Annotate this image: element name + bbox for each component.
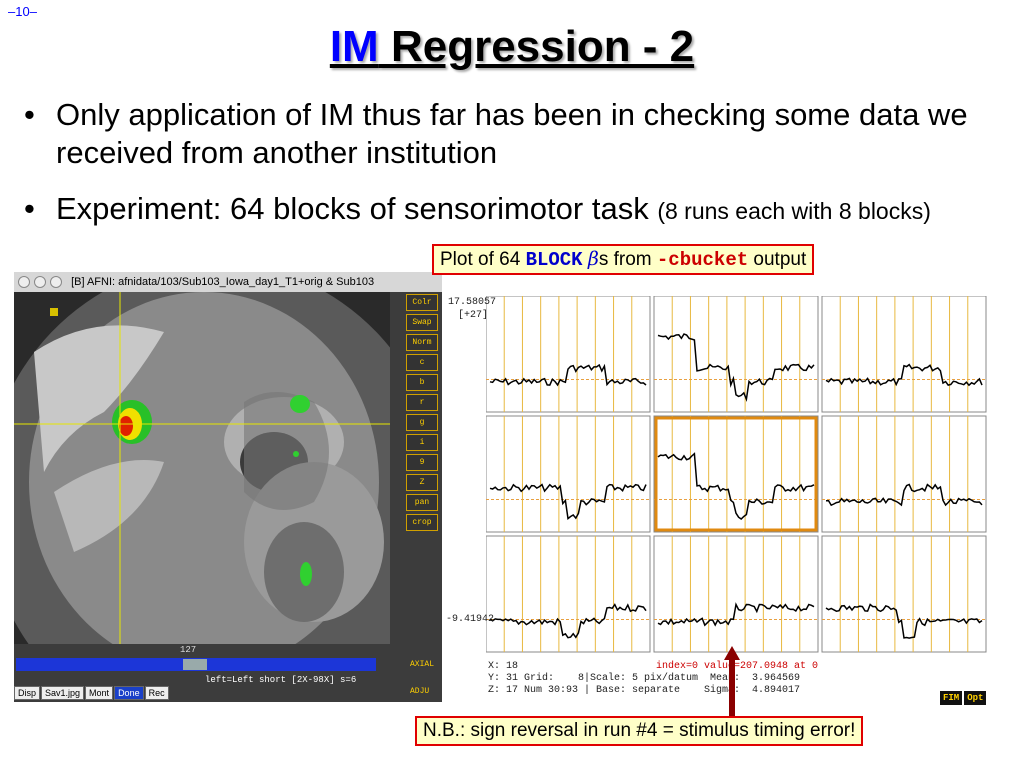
- subplot-cell: [486, 415, 651, 533]
- z-arrow-button[interactable]: Z: [406, 474, 438, 491]
- info-line-3: Z: 17 Num 30:93 | Base: separate Sigma: …: [488, 685, 801, 696]
- done-button[interactable]: Done: [114, 686, 144, 700]
- b-arrow-button[interactable]: b: [406, 374, 438, 391]
- timeseries-trace: [657, 333, 815, 403]
- subplot-cell: [486, 296, 651, 413]
- bullet-2-small: (8 runs each with 8 blocks): [657, 198, 931, 224]
- brain-axial-image[interactable]: [14, 292, 390, 644]
- bullet-2-text: Experiment: 64 blocks of sensorimotor ta…: [56, 191, 658, 226]
- bullet-marker: •: [24, 97, 35, 132]
- close-window-icon[interactable]: [18, 276, 30, 289]
- swap-button[interactable]: Swap: [406, 314, 438, 331]
- timeseries-trace: [657, 452, 815, 520]
- slice-slider-thumb[interactable]: [183, 659, 207, 670]
- selected-voxel-highlight: [654, 416, 818, 532]
- callout-sign-reversal-note: N.B.: sign reversal in run #4 = stimulus…: [415, 716, 864, 746]
- timeseries-trace: [489, 603, 647, 639]
- afni-status-text: left=Left short [2X-98X] s=6: [205, 675, 357, 685]
- callout-plot-description: Plot of 64 BLOCK βs from -cbucket output: [432, 244, 815, 275]
- timeseries-trace: [489, 363, 647, 387]
- timeseries-trace: [489, 483, 647, 521]
- adju-label[interactable]: ADJU: [410, 687, 430, 696]
- nine-arrow-button[interactable]: 9: [406, 454, 438, 471]
- info-line-2: Y: 31 Grid: 8|Scale: 5 pix/datum Mean: 3…: [488, 673, 801, 684]
- crop-button[interactable]: crop: [406, 514, 438, 531]
- timeseries-trace: [826, 483, 983, 507]
- y-axis-top-sub-label: [+27]: [458, 310, 489, 321]
- fim-button[interactable]: FIM: [940, 691, 963, 705]
- callout-block: BLOCK: [525, 249, 583, 271]
- c-arrow-button[interactable]: c: [406, 354, 438, 371]
- y-axis-bottom-label: -9.41942: [446, 614, 495, 625]
- subplot-cell: [653, 296, 819, 413]
- afni-side-buttons: Colr Swap Norm c b r g i 9 Z pan crop: [406, 294, 440, 534]
- title-rest: Regression - 2: [378, 22, 695, 71]
- r-arrow-button[interactable]: r: [406, 394, 438, 411]
- colr-button[interactable]: Colr: [406, 294, 438, 311]
- axial-controls: AXIAL ADJU: [390, 660, 440, 696]
- timeseries-trace: [657, 602, 815, 627]
- subplot-cell: [486, 535, 651, 653]
- callout-cbucket: -cbucket: [656, 249, 749, 271]
- timeseries-trace: [825, 363, 983, 387]
- arrow-up-icon: [724, 646, 740, 718]
- disp-button[interactable]: Disp: [14, 686, 41, 700]
- index-value-readout: index=0 value=207.0948 at 0: [656, 661, 819, 672]
- title-im: IM: [329, 22, 379, 71]
- slider-value: 127: [180, 645, 197, 655]
- bullet-1-text: Only application of IM thus far has been…: [56, 97, 968, 170]
- i-arrow-button[interactable]: i: [406, 434, 438, 451]
- bullet-2: • Experiment: 64 blocks of sensorimotor …: [24, 190, 1004, 230]
- g-arrow-button[interactable]: g: [406, 414, 438, 431]
- zoom-window-icon[interactable]: [50, 276, 62, 289]
- subplot-cell: [821, 296, 987, 413]
- axial-label[interactable]: AXIAL: [410, 660, 435, 669]
- afni-titlebar: [B] AFNI: afnidata/103/Sub103_Iowa_day1_…: [14, 272, 442, 292]
- save-jpg-button[interactable]: Sav1.jpg: [41, 686, 85, 700]
- timeseries-trace: [825, 603, 983, 639]
- minimize-window-icon[interactable]: [34, 276, 46, 289]
- bullet-marker: •: [24, 191, 35, 226]
- callout-pre: Plot of 64: [440, 249, 526, 270]
- rec-button[interactable]: Rec: [144, 686, 169, 700]
- callout-post: output: [748, 249, 807, 270]
- subplot-cell: [821, 535, 987, 653]
- timeseries-grid[interactable]: [486, 296, 992, 658]
- pan-button[interactable]: pan: [406, 494, 438, 511]
- subplot-cell: [653, 415, 819, 533]
- subplot-cell: [821, 415, 987, 533]
- subplot-cell: [653, 535, 819, 653]
- callout-post-s: s from: [598, 249, 657, 270]
- mont-button[interactable]: Mont: [85, 686, 114, 700]
- callout-beta: β: [587, 248, 599, 270]
- afni-window-title: [B] AFNI: afnidata/103/Sub103_Iowa_day1_…: [71, 276, 375, 288]
- norm-button[interactable]: Norm: [406, 334, 438, 351]
- slide-number: –10–: [8, 4, 37, 19]
- opt-button[interactable]: Opt: [964, 691, 987, 705]
- y-axis-top-label: 17.58057: [448, 297, 497, 308]
- bullet-1: • Only application of IM thus far has be…: [24, 96, 1004, 172]
- graph-info: X: 18 Y: 31 Grid: 8|Scale: 5 pix/datum M…: [488, 661, 800, 697]
- slide-title: IM Regression - 2: [0, 22, 1024, 72]
- info-line-1: X: 18: [488, 661, 519, 672]
